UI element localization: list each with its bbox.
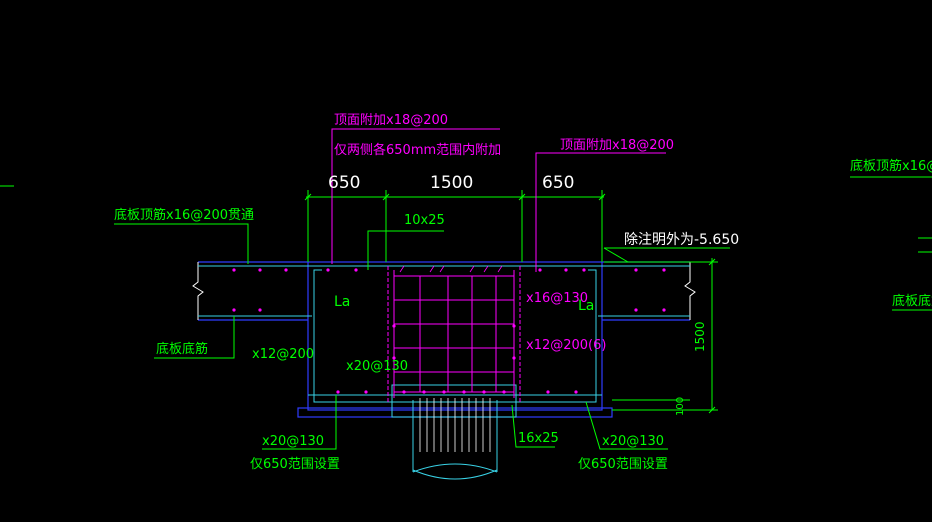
top-add-hooks [399, 265, 503, 273]
dim-650-right: 650 [542, 173, 574, 193]
label-bar-x20-130-left: x20@130 [262, 434, 324, 449]
label-650-range-note: 仅两侧各650mm范围内附加 [334, 142, 501, 158]
top-dimension-line [304, 190, 606, 262]
leaders-green [114, 176, 932, 450]
label-slab-top-bars: 底板顶筋x16@200贯通 [114, 207, 254, 223]
slab-outline [198, 261, 690, 418]
label-right-slab-bottom: 底板底筋 [892, 293, 932, 309]
break-lines [192, 262, 696, 320]
dim-1500-vertical: 1500 [693, 321, 707, 352]
label-range-650-right: 仅650范围设置 [578, 457, 668, 472]
label-la-right: La [578, 298, 594, 314]
label-bar-10x25: 10x25 [404, 213, 445, 228]
leaders-magenta [331, 128, 666, 272]
label-elevation-note: 除注明外为-5.650 [624, 232, 739, 248]
dim-1500-top: 1500 [430, 173, 473, 193]
label-bar-x16-130: x16@130 [526, 291, 588, 306]
rebar-dots [232, 268, 666, 394]
rebar-lines [198, 265, 690, 403]
label-bar-x12-200: x12@200 [252, 347, 314, 362]
pile [391, 384, 517, 480]
right-dimension-line [604, 258, 718, 414]
label-bar-16x25: 16x25 [518, 431, 559, 446]
pile-bars [419, 398, 491, 452]
label-right-slab-top: 底板顶筋x16@ [850, 158, 932, 174]
dim-650-left: 650 [328, 173, 360, 193]
label-range-650-left: 仅650范围设置 [250, 457, 340, 472]
dim-100: 100 [675, 397, 686, 416]
label-bar-x20-130-right: x20@130 [602, 434, 664, 449]
label-bar-x12-200-6: x12@200(6) [526, 338, 606, 353]
label-bar-x20-130-mid: x20@130 [346, 359, 408, 374]
label-top-add-right: 顶面附加x18@200 [560, 138, 674, 153]
label-la-left: La [334, 294, 350, 310]
label-top-add-left: 顶面附加x18@200 [334, 113, 448, 128]
cage-magenta [387, 266, 521, 402]
label-slab-bottom-bars: 底板底筋 [156, 341, 208, 357]
